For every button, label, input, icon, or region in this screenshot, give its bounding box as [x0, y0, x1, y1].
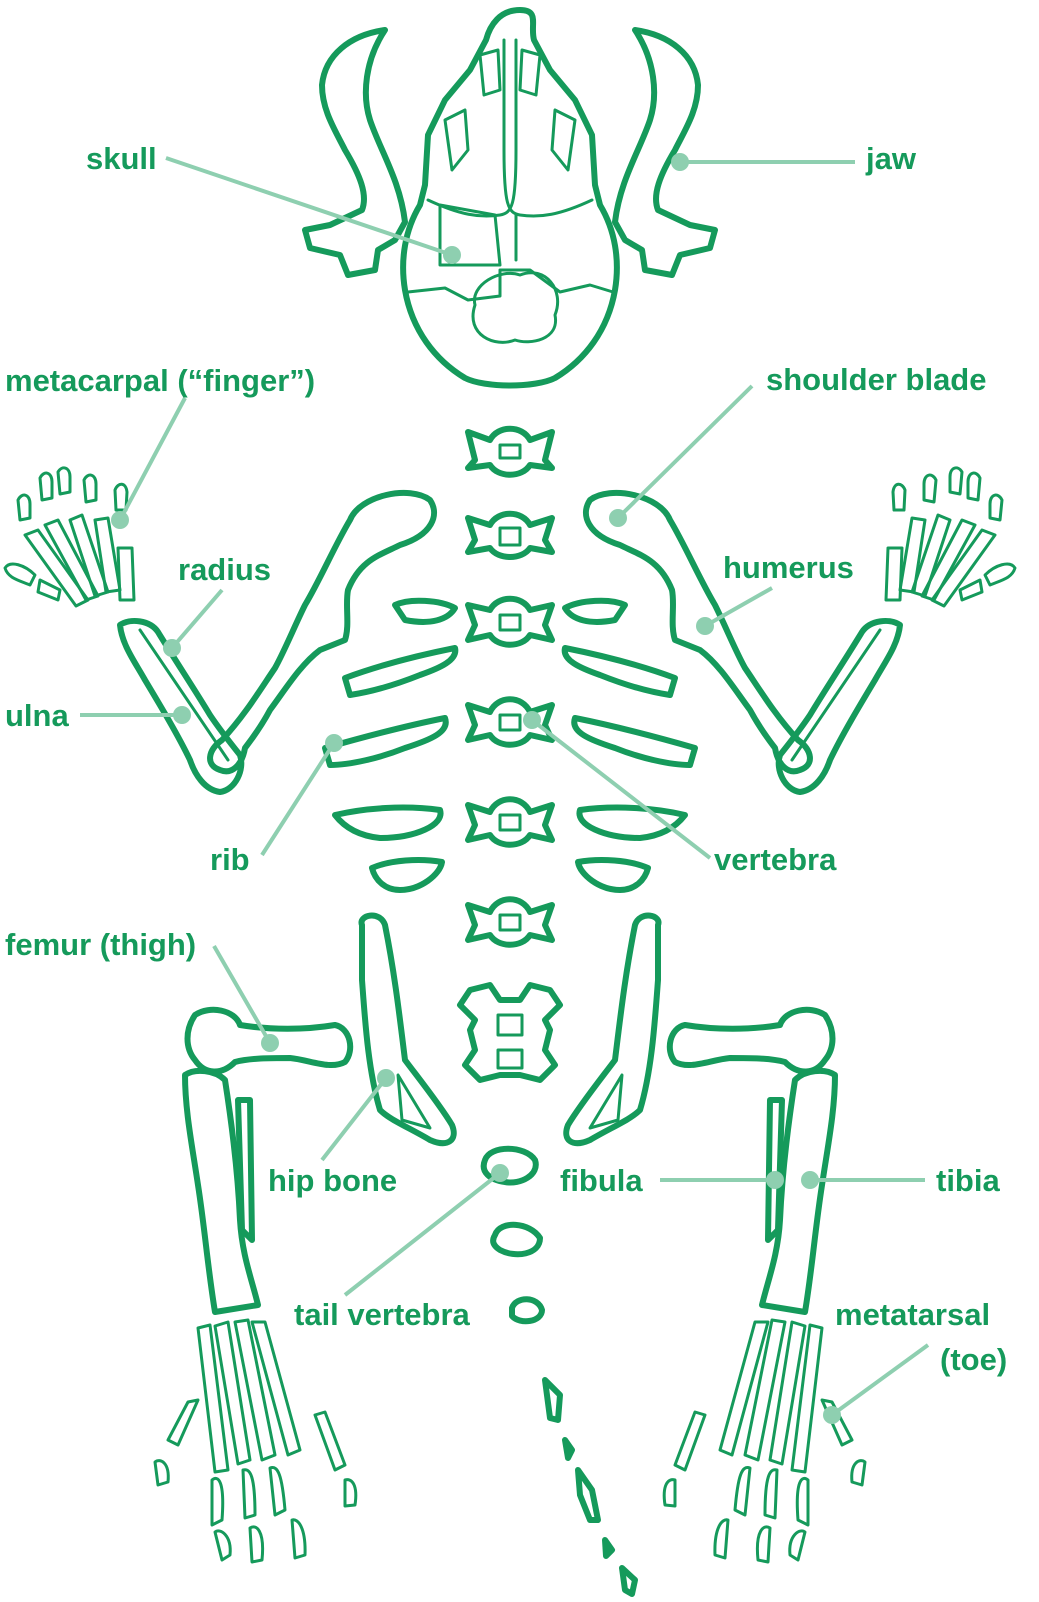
- label-metacarpal: metacarpal (“finger”): [5, 363, 315, 398]
- skull-bone: [403, 10, 617, 386]
- label-shoulder-blade: shoulder blade: [766, 362, 986, 397]
- label-ulna: ulna: [5, 698, 69, 733]
- label-femur: femur (thigh): [5, 927, 196, 962]
- labels: skull jaw metacarpal (“finger”) shoulder…: [5, 141, 1007, 1377]
- right-forelimb: [586, 468, 1015, 792]
- label-metatarsal: metatarsal: [835, 1297, 990, 1332]
- label-fibula: fibula: [560, 1163, 643, 1198]
- tail: [484, 1149, 635, 1594]
- label-tail-vertebra: tail vertebra: [294, 1297, 471, 1332]
- label-humerus: humerus: [723, 550, 854, 585]
- label-rib: rib: [210, 842, 250, 877]
- ribs-right: [565, 601, 695, 890]
- label-vertebra: vertebra: [714, 842, 837, 877]
- jaw-right-bone: [615, 30, 715, 275]
- ribs-left: [325, 601, 455, 890]
- spine: [460, 429, 560, 1080]
- right-hindlimb: [664, 1010, 865, 1562]
- label-radius: radius: [178, 552, 271, 587]
- hip-bone-left: [362, 916, 454, 1144]
- label-tibia: tibia: [936, 1163, 1000, 1198]
- label-metatarsal-toe: (toe): [940, 1342, 1007, 1377]
- hip-bone-right: [566, 916, 658, 1144]
- label-skull: skull: [86, 141, 157, 176]
- label-jaw: jaw: [865, 141, 917, 176]
- jaw-left-bone: [305, 30, 405, 275]
- left-hindlimb: [155, 1010, 356, 1562]
- label-hip-bone: hip bone: [268, 1163, 397, 1198]
- left-forelimb: [5, 468, 434, 792]
